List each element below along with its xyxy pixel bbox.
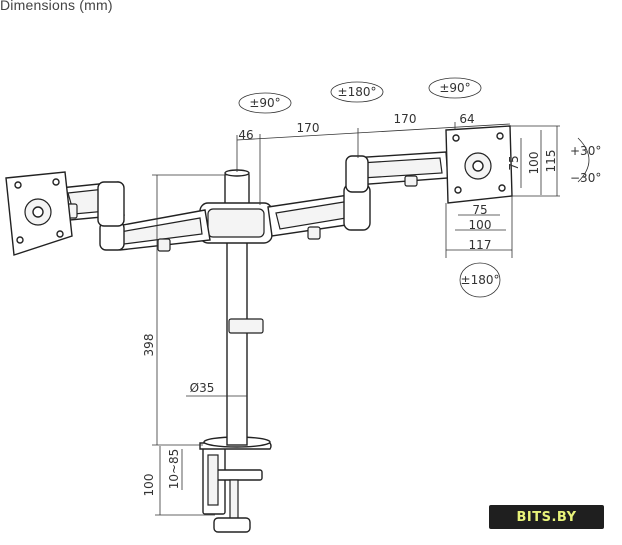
label-arm-left: 170 [297, 121, 320, 135]
label-swivel-head: ±90° [439, 81, 470, 95]
label-rotate: ±180° [461, 273, 500, 287]
desk-clamp [199, 436, 272, 533]
label-plate-w: 117 [469, 238, 492, 252]
label-tilt-down: −30° [570, 171, 601, 185]
right-vesa-plate [445, 125, 513, 204]
label-plate-h: 115 [544, 150, 558, 173]
label-vesa-100-h: 100 [527, 152, 541, 175]
label-vesa-100-w: 100 [469, 218, 492, 232]
label-clamp-height: 100 [142, 474, 156, 497]
label-tilt-up: +30° [570, 144, 601, 158]
right-arm [267, 151, 449, 240]
left-arm [59, 181, 211, 252]
watermark-text: BITS.BY [516, 509, 577, 525]
label-vesa-75-w: 75 [472, 203, 487, 217]
dimension-lines [152, 122, 560, 516]
central-hub [199, 202, 273, 244]
left-vesa-plate [5, 171, 73, 256]
label-swivel-arm1: ±90° [249, 96, 280, 110]
diagram-caption: Dimensions (mm) [0, 0, 113, 13]
label-clamp-range: 10~85 [167, 449, 181, 490]
label-arm-offset: 46 [238, 128, 253, 142]
label-pole-height: 398 [142, 334, 156, 357]
label-arm-right: 170 [394, 112, 417, 126]
watermark-badge: BITS.BY [489, 505, 604, 529]
label-pole-diameter: Ø35 [190, 381, 215, 395]
rotation-arcs [238, 77, 590, 298]
label-vesa-75-h: 75 [507, 155, 521, 170]
label-plate-offset: 64 [459, 112, 474, 126]
label-swivel-arm2: ±180° [338, 85, 377, 99]
